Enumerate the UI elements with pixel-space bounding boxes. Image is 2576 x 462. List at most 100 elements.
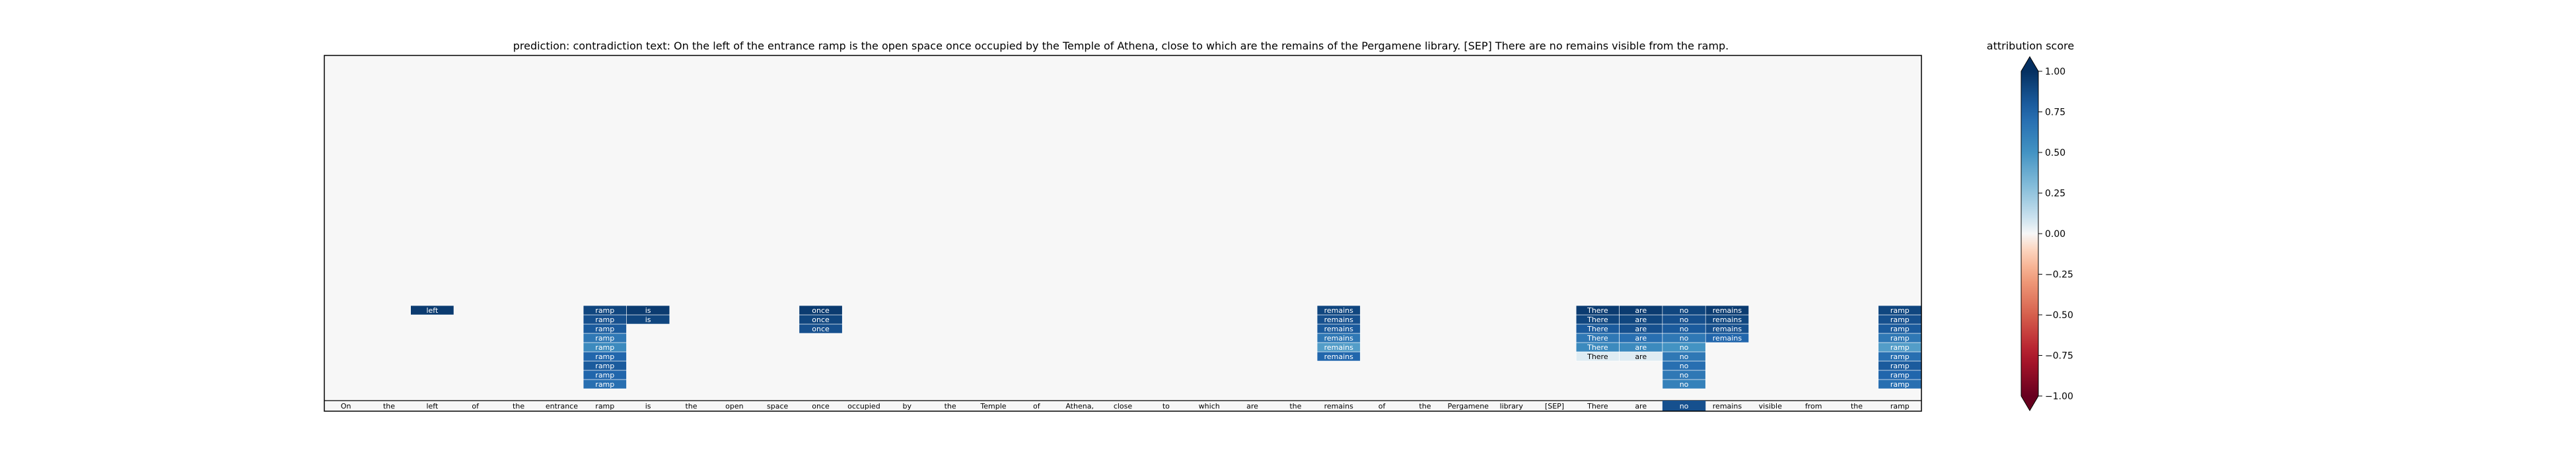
colorbar-extend-max (2021, 57, 2038, 71)
heatmap-cell-label: ramp (595, 306, 614, 315)
heatmap-cell: no (1662, 323, 1706, 334)
heatmap-cell-label: no (1680, 325, 1689, 333)
heatmap-cell: ramp (1878, 360, 1922, 371)
heatmap-cell: are (1619, 333, 1663, 343)
heatmap-cell-rect (1316, 305, 1361, 315)
heatmap-cell: ramp (583, 305, 627, 315)
token-label: space (767, 402, 789, 411)
heatmap-cell: There (1575, 351, 1620, 362)
plot-frame (324, 55, 1922, 412)
token-label: library (1499, 402, 1523, 411)
heatmap-cell-label: are (1635, 325, 1647, 333)
heatmap-cell: ramp (583, 379, 627, 389)
heatmap-cell: are (1619, 323, 1663, 334)
token-label: ramp (595, 402, 614, 411)
heatmap-cell: remains (1705, 305, 1749, 315)
heatmap-cell-label: once (812, 306, 830, 315)
heatmap-cell-label: no (1680, 306, 1689, 315)
heatmap-cell-rect (410, 305, 454, 315)
heatmap-cell-label: no (1680, 380, 1689, 389)
heatmap-cell: remains (1316, 314, 1361, 325)
heatmap-cell: ramp (583, 342, 627, 352)
heatmap-cell: are (1619, 351, 1663, 362)
heatmap-cell-label: are (1635, 334, 1647, 343)
heatmap-cell: remains (1705, 314, 1749, 325)
heatmap-cell: ramp (583, 333, 627, 343)
heatmap-cell-label: ramp (1890, 352, 1910, 361)
heatmap-cell-label: ramp (595, 362, 614, 370)
heatmap-cell-rect (626, 305, 670, 315)
token-label: left (426, 402, 439, 411)
heatmap-cell: remains (1316, 351, 1361, 362)
heatmap-cell-label: ramp (595, 371, 614, 380)
heatmap-cell: no (1662, 351, 1706, 362)
token-label: the (383, 402, 395, 411)
heatmap-cell-label: no (1680, 315, 1689, 324)
heatmap-cell-label: no (1680, 371, 1689, 380)
chart-title: prediction: contradiction text: On the l… (513, 40, 1729, 52)
heatmap-cell-label: remains (1713, 325, 1742, 333)
heatmap-cell: once (799, 323, 843, 334)
heatmap-cell-label: ramp (1890, 380, 1910, 389)
token-cell (1662, 401, 1706, 411)
colorbar-tick-label: −1.00 (2045, 391, 2073, 402)
token-label: are (1635, 402, 1647, 411)
heatmap-cell: remains (1316, 333, 1361, 343)
heatmap-cell-label: There (1587, 343, 1608, 352)
colorbar-extend-min (2021, 396, 2038, 411)
heatmap-cell-label: remains (1324, 325, 1354, 333)
heatmap-cell-label: ramp (1890, 325, 1910, 333)
heatmap-cell-label: ramp (1890, 371, 1910, 380)
heatmap-cell: ramp (583, 360, 627, 371)
heatmap-cell: ramp (1878, 323, 1922, 334)
heatmap-cell: no (1662, 333, 1706, 343)
heatmap-cell: ramp (1878, 379, 1922, 389)
token-label: occupied (847, 402, 880, 411)
colorbar-tick-label: −0.75 (2045, 351, 2073, 362)
heatmap-cell: There (1575, 333, 1620, 343)
colorbar-label: attribution score (1987, 40, 2074, 52)
heatmap-cell-label: are (1635, 306, 1647, 315)
heatmap-cell-label: ramp (595, 334, 614, 343)
colorbar-tick-label: 0.25 (2045, 189, 2065, 199)
token-label: On (341, 402, 351, 411)
token-label: [SEP] (1545, 402, 1564, 411)
heatmap-cell: remains (1316, 305, 1361, 315)
token-label: no (1680, 402, 1689, 411)
heatmap-cell: There (1575, 305, 1620, 315)
heatmap-cell-label: ramp (595, 315, 614, 324)
heatmap-cell: There (1575, 342, 1620, 352)
token-label: the (945, 402, 956, 411)
heatmap-cell-label: remains (1713, 334, 1742, 343)
heatmap-cell-label: is (645, 306, 651, 315)
token-label: ramp (1890, 402, 1910, 411)
token-label: are (1246, 402, 1258, 411)
heatmap-cell: ramp (583, 370, 627, 380)
heatmap-cell: ramp (1878, 351, 1922, 362)
heatmap-cell-label: are (1635, 315, 1647, 324)
token-label: open (725, 402, 743, 411)
heatmap-cell: no (1662, 305, 1706, 315)
token-label: Temple (980, 402, 1006, 411)
heatmap-cell: ramp (1878, 370, 1922, 380)
heatmap-cell: no (1662, 360, 1706, 371)
heatmap-cell: once (799, 314, 843, 325)
heatmap-cell-label: ramp (595, 343, 614, 352)
heatmap-cell: no (1662, 379, 1706, 389)
heatmap-cell-label: There (1587, 325, 1608, 333)
token-label: the (685, 402, 697, 411)
heatmap-cell-label: There (1587, 315, 1608, 324)
token-label: of (472, 402, 480, 411)
heatmap-cell: There (1575, 323, 1620, 334)
token-label: the (1289, 402, 1301, 411)
colorbar-tick-label: 0.75 (2045, 108, 2065, 118)
heatmap-cell: remains (1316, 342, 1361, 352)
colorbar-tick-label: 0.50 (2045, 148, 2065, 158)
heatmap-cell-label: There (1587, 334, 1608, 343)
colorbar-tick-label: −0.25 (2045, 270, 2073, 280)
heatmap-cell: no (1662, 342, 1706, 352)
heatmap-cell-label: ramp (595, 325, 614, 333)
heatmap-cell-label: remains (1713, 306, 1742, 315)
